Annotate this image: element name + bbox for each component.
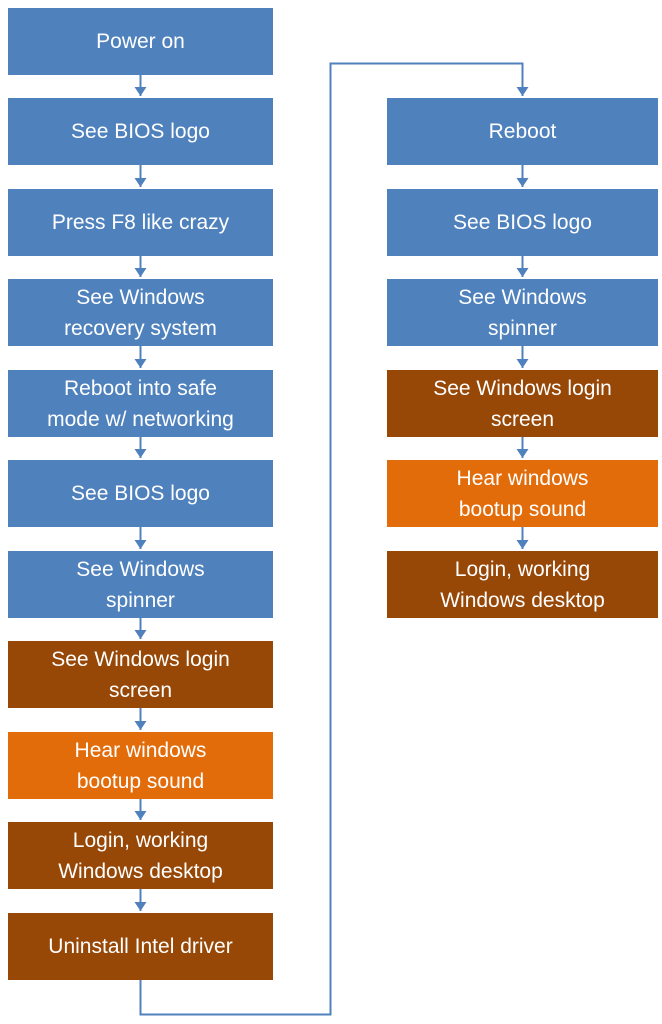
flow-node-reboot: Reboot [387,98,658,165]
flow-node-windows-spinner-right: See Windows spinner [387,279,658,346]
flow-node-recovery-system: See Windows recovery system [8,279,273,346]
flow-node-working-desktop-left: Login, working Windows desktop [8,822,273,889]
flow-node-see-bios-logo-1: See BIOS logo [8,98,273,165]
flow-node-bootup-sound-left: Hear windows bootup sound [8,732,273,799]
flow-node-safe-mode: Reboot into safe mode w/ networking [8,370,273,437]
flow-node-see-bios-logo-right: See BIOS logo [387,189,658,256]
flow-node-login-screen-left: See Windows login screen [8,641,273,708]
flow-node-press-f8: Press F8 like crazy [8,189,273,256]
flow-node-bootup-sound-right: Hear windows bootup sound [387,460,658,527]
flow-node-login-screen-right: See Windows login screen [387,370,658,437]
flow-node-windows-spinner-left: See Windows spinner [8,551,273,618]
flow-node-see-bios-logo-2: See BIOS logo [8,460,273,527]
flow-node-uninstall-driver: Uninstall Intel driver [8,913,273,980]
flow-node-working-desktop-right: Login, working Windows desktop [387,551,658,618]
flow-node-power-on: Power on [8,8,273,75]
